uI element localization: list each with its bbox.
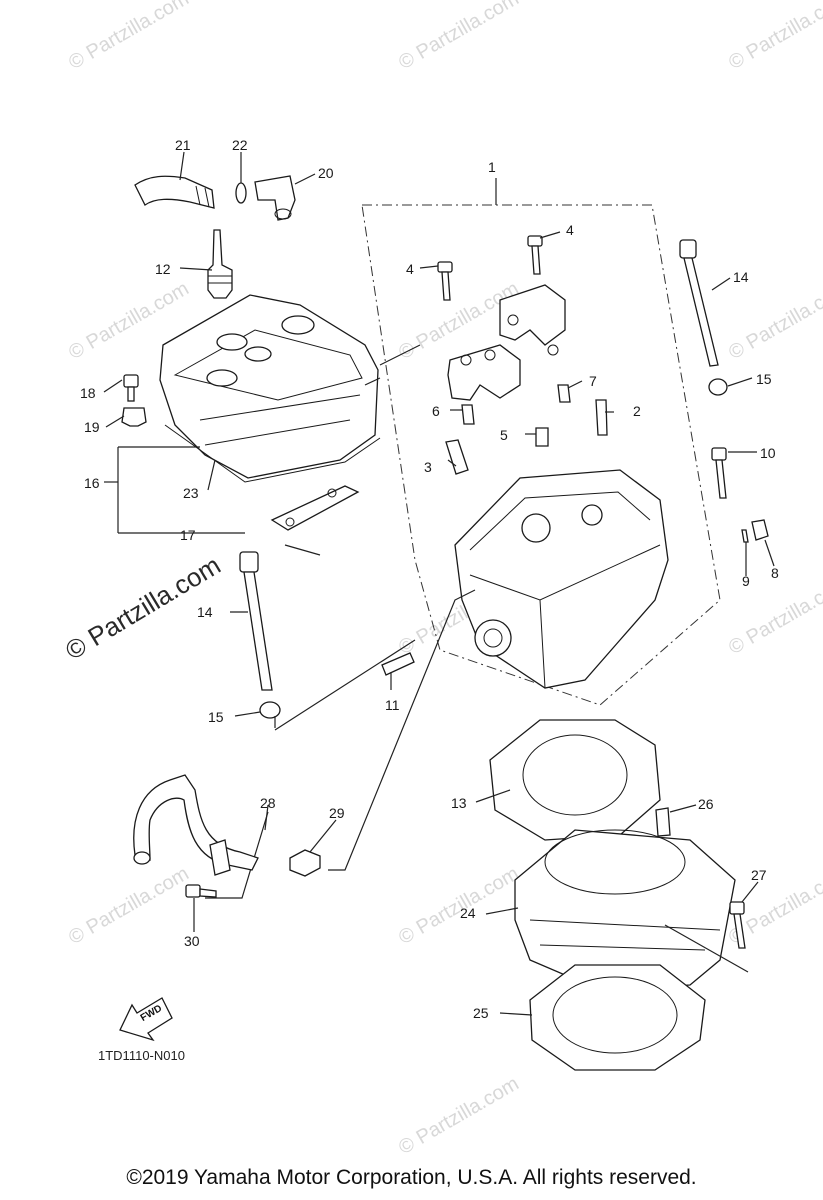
- hose-clamp: [235, 182, 247, 204]
- head-stud-bolt: [679, 239, 697, 259]
- cylinder: [514, 829, 736, 991]
- plug: [535, 427, 549, 447]
- washer: [708, 378, 728, 396]
- callout-23: 23: [183, 485, 199, 501]
- callout-30: 30: [184, 933, 200, 949]
- cover-bolt: [123, 374, 139, 388]
- callout-1: 1: [488, 159, 496, 175]
- dowel-pin: [445, 439, 469, 475]
- callout-27: 27: [751, 867, 767, 883]
- callout-13: 13: [451, 795, 467, 811]
- callout-17: 17: [180, 527, 196, 543]
- washer: [741, 529, 749, 543]
- cap-bolt: [437, 261, 453, 273]
- callout-8: 8: [771, 565, 779, 581]
- cylinder-base-gasket: [529, 964, 706, 1071]
- head-assembly-boundary: [361, 204, 721, 706]
- breather-hose: [134, 175, 215, 209]
- pipe-fitting: [209, 839, 231, 876]
- callout-5: 5: [500, 427, 508, 443]
- head-cover: [159, 294, 379, 479]
- exhaust-stud: [381, 652, 415, 676]
- callout-12: 12: [155, 261, 171, 277]
- callout-25: 25: [473, 1005, 489, 1021]
- callout-14: 14: [733, 269, 749, 285]
- callout-28: 28: [260, 795, 276, 811]
- callout-21: 21: [175, 137, 191, 153]
- callout-14: 14: [197, 604, 213, 620]
- head-stud-bolt: [239, 551, 259, 573]
- cover-gasket: [164, 424, 381, 483]
- callout-4: 4: [566, 222, 574, 238]
- callout-20: 20: [318, 165, 334, 181]
- callout-18: 18: [80, 385, 96, 401]
- dowel-pin: [557, 384, 571, 403]
- callout-29: 29: [329, 805, 345, 821]
- callout-11: 11: [385, 697, 400, 713]
- callout-2: 2: [633, 403, 641, 419]
- callout-15: 15: [208, 709, 224, 725]
- diagram-code: 1TD1110-N010: [98, 1048, 185, 1063]
- cover-bolt: [751, 519, 769, 541]
- callout-7: 7: [589, 373, 597, 389]
- grommet: [121, 407, 147, 427]
- cover-gasket-lower: [270, 485, 360, 531]
- callout-9: 9: [742, 573, 750, 589]
- cylinder-dowel: [655, 807, 671, 837]
- callout-24: 24: [460, 905, 476, 921]
- callout-3: 3: [424, 459, 432, 475]
- camshaft-cap-rear: [499, 284, 566, 346]
- callout-22: 22: [232, 137, 248, 153]
- callout-4: 4: [406, 261, 414, 277]
- head-bolt: [711, 447, 727, 461]
- oil-delivery-pipe: [133, 774, 259, 871]
- fwd-arrow-icon: [119, 997, 173, 1042]
- washer: [259, 701, 281, 719]
- dowel-pin: [461, 404, 475, 425]
- callout-26: 26: [698, 796, 714, 812]
- pipe-bolt: [185, 884, 201, 898]
- pipe-gasket: [289, 849, 321, 877]
- cylinder-bolt: [729, 901, 745, 915]
- spark-plug: [207, 229, 233, 299]
- callout-19: 19: [84, 419, 100, 435]
- camshaft-cap-front: [447, 344, 521, 401]
- cylinder-head-gasket: [489, 719, 661, 841]
- copyright-notice: ©2019 Yamaha Motor Corporation, U.S.A. A…: [126, 1166, 697, 1189]
- callout-15: 15: [756, 371, 772, 387]
- dowel-pin: [595, 399, 608, 436]
- callout-10: 10: [760, 445, 776, 461]
- callout-6: 6: [432, 403, 440, 419]
- callout-16: 16: [84, 475, 100, 491]
